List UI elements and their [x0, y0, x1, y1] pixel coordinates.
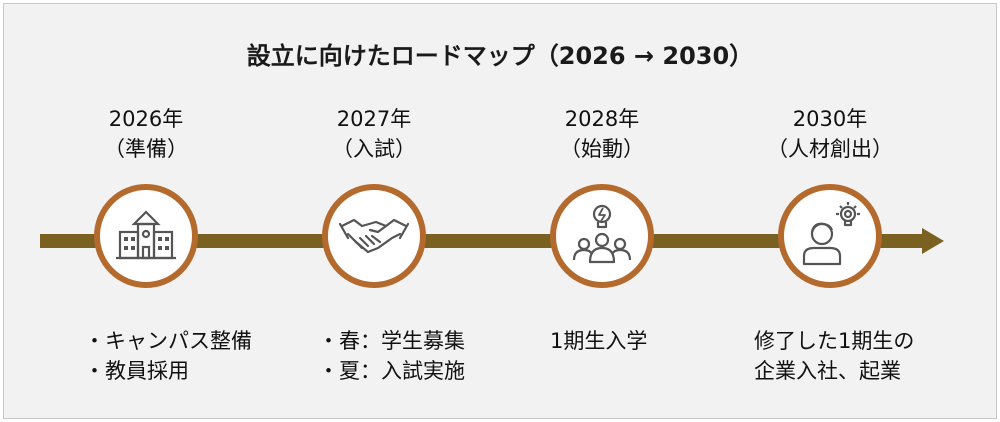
handshake-icon	[338, 218, 410, 254]
milestone-description: ・春：学生募集 ・夏：入試実施	[318, 326, 465, 386]
desc-line: 1期生入学	[550, 329, 648, 353]
milestone-description: 修了した1期生の 企業入社、起業	[754, 326, 914, 386]
page-title: 設立に向けたロードマップ（2026 → 2030）	[246, 42, 754, 70]
year-text: 2030年	[792, 107, 868, 131]
milestone-circle	[94, 184, 198, 288]
desc-line: 修了した1期生の	[754, 329, 915, 353]
year-text: 2028年	[564, 107, 640, 131]
phase-label: （準備）	[104, 137, 188, 161]
person-idea-icon	[802, 202, 860, 266]
desc-line: 企業入社、起業	[754, 359, 901, 383]
milestone-circle	[322, 184, 426, 288]
desc-line: ・夏：入試実施	[318, 359, 465, 383]
milestone-description: 1期生入学	[550, 326, 647, 356]
desc-line: ・教員採用	[84, 359, 189, 383]
phase-label: （始動）	[560, 137, 644, 161]
milestone-year: 2030年 （人材創出）	[720, 104, 940, 164]
phase-label: （入試）	[332, 137, 416, 161]
milestone-description: ・キャンパス整備 ・教員採用	[84, 326, 252, 386]
phase-label: （人材創出）	[767, 137, 893, 161]
timeline-arrow	[40, 228, 944, 254]
milestone-circle	[550, 184, 654, 288]
milestone-circle	[778, 184, 882, 288]
roadmap-slide: 設立に向けたロードマップ（2026 → 2030） 2026年 （準備）	[3, 3, 997, 419]
year-text: 2027年	[336, 107, 412, 131]
milestone-year: 2028年 （始動）	[492, 104, 712, 164]
school-building-icon	[116, 210, 176, 260]
desc-line: ・春：学生募集	[318, 329, 465, 353]
desc-line: ・キャンパス整備	[84, 329, 252, 353]
people-lightbulb-icon	[572, 204, 632, 264]
milestone-year: 2027年 （入試）	[264, 104, 484, 164]
year-text: 2026年	[108, 107, 184, 131]
milestone-year: 2026年 （準備）	[36, 104, 256, 164]
